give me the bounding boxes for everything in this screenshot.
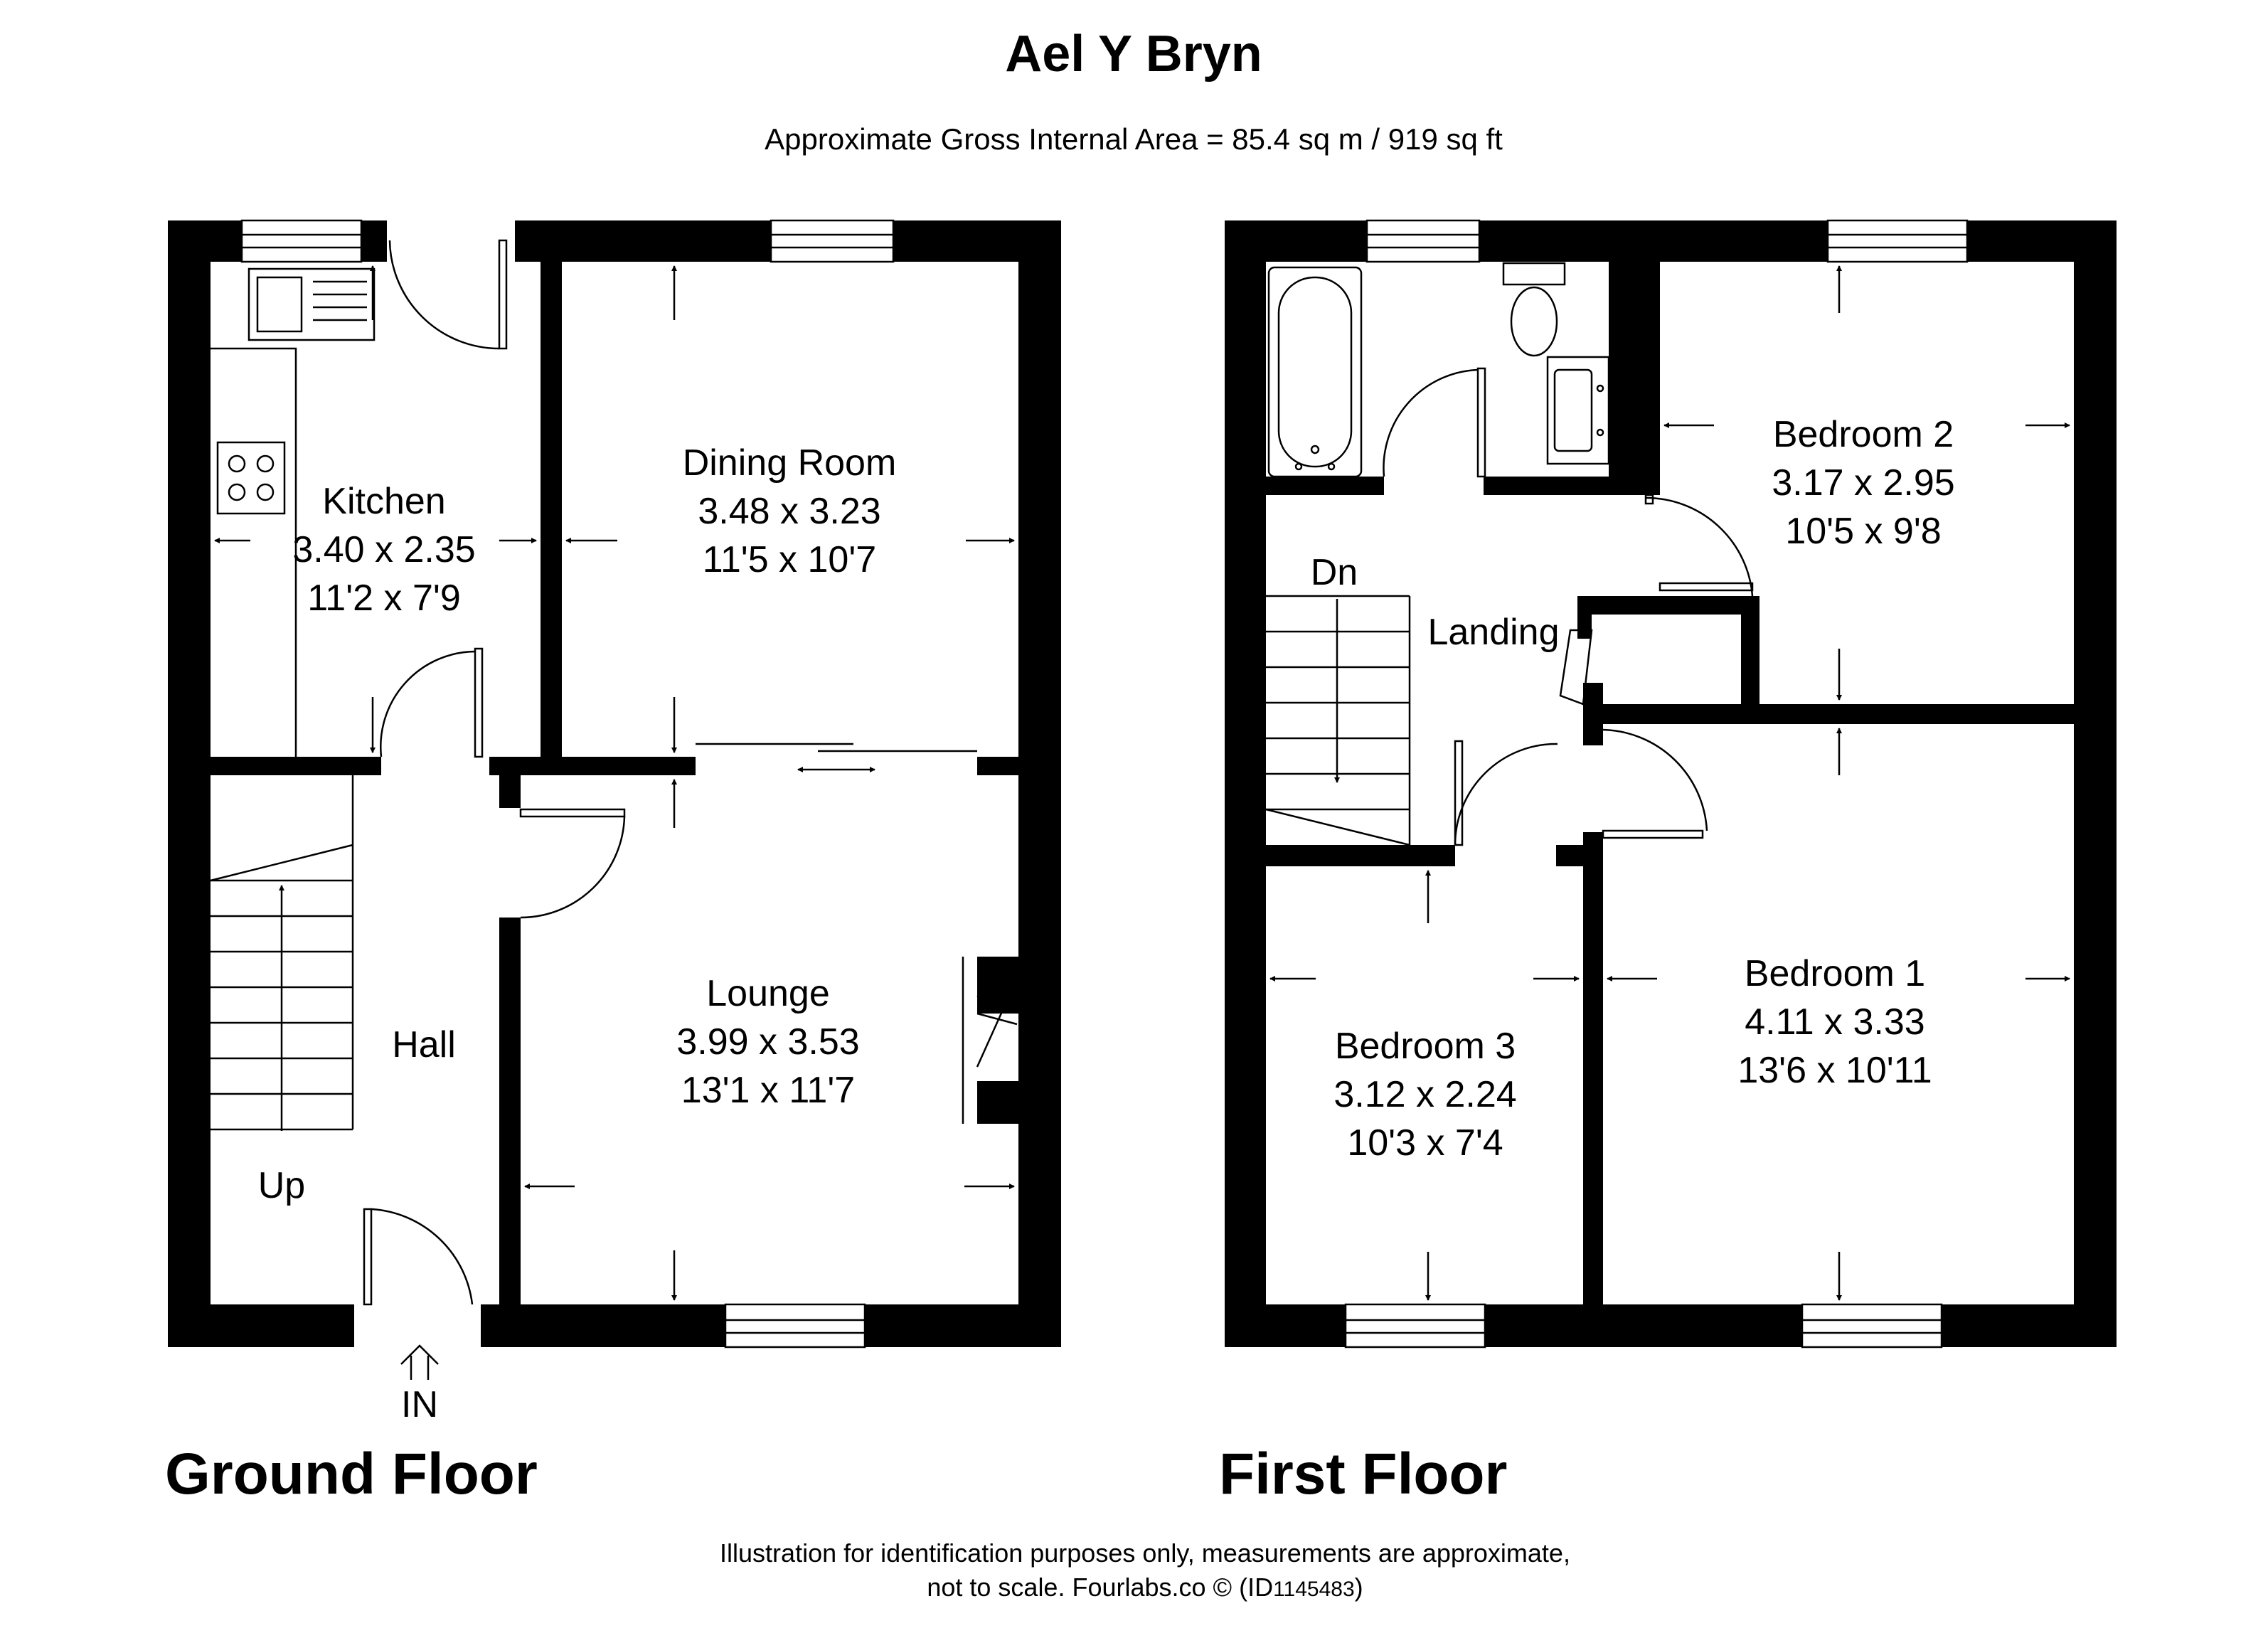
kitchen-fittings (211, 267, 376, 757)
ground-floor-walls (168, 220, 1061, 1347)
ground-floor-dimension-arrows (214, 265, 1015, 1301)
kitchen-metric: 3.40 x 2.35 (292, 529, 475, 570)
bedroom2-name: Bedroom 2 (1773, 414, 1954, 455)
bedroom1-name: Bedroom 1 (1745, 953, 1925, 994)
ground-floor-windows (240, 219, 895, 1349)
dining-imperial: 11'5 x 10'7 (703, 539, 876, 580)
entrance-arrow-icon (400, 1344, 439, 1380)
ground-floor-doors (363, 239, 626, 1306)
fireplace (962, 957, 1018, 1124)
first-floor-label: First Floor (1219, 1442, 1507, 1506)
kitchen-imperial: 11'2 x 7'9 (307, 578, 461, 619)
lounge-metric: 3.99 x 3.53 (676, 1021, 859, 1063)
first-floor-stairs (1265, 595, 1411, 846)
bathroom-fittings (1267, 262, 1610, 478)
disclaimer-line-2: not to scale. Fourlabs.co © (ID1145483) (927, 1573, 1363, 1602)
first-floor-doors (1383, 367, 1754, 846)
bedroom3-name: Bedroom 3 (1335, 1026, 1516, 1067)
bedroom3-metric: 3.12 x 2.24 (1333, 1074, 1516, 1115)
lounge-imperial: 13'1 x 11'7 (681, 1070, 855, 1111)
ground-floor-plan: Kitchen 3.40 x 2.35 11'2 x 7'9 Dining Ro… (165, 219, 1061, 1506)
entrance-label: IN (401, 1384, 438, 1425)
bedroom1-metric: 4.11 x 3.33 (1745, 1001, 1924, 1043)
ground-floor-stairs (210, 775, 354, 1131)
hob-icon (216, 441, 286, 515)
first-floor-plan: Bedroom 2 3.17 x 2.95 10'5 x 9'8 Bedroom… (1219, 219, 2117, 1506)
sliding-doors (696, 743, 977, 752)
disclaimer-line-2-end: ) (1355, 1573, 1363, 1602)
landing-name: Landing (1427, 612, 1559, 653)
sink-icon (247, 267, 376, 341)
basin-icon (1546, 356, 1610, 465)
lounge-name: Lounge (706, 973, 830, 1014)
first-floor-dimension-arrows (1269, 265, 2070, 1301)
kitchen-name: Kitchen (322, 481, 445, 522)
disclaimer-line-2-text: not to scale. Fourlabs.co © (ID (927, 1573, 1273, 1602)
first-floor-walls (1225, 220, 2117, 1347)
hall-name: Hall (392, 1024, 456, 1065)
dining-metric: 3.48 x 3.23 (698, 491, 880, 532)
bedroom1-imperial: 13'6 x 10'11 (1737, 1050, 1932, 1091)
disclaimer-line-1: Illustration for identification purposes… (720, 1538, 1570, 1568)
dining-name: Dining Room (683, 442, 897, 484)
bedroom2-imperial: 10'5 x 9'8 (1785, 511, 1941, 552)
bath-icon (1267, 266, 1363, 478)
disclaimer-id: 1145483 (1273, 1578, 1355, 1601)
bedroom3-imperial: 10'3 x 7'4 (1347, 1122, 1503, 1164)
plan-title: Ael Y Bryn (1005, 26, 1262, 83)
stairs-up-label: Up (258, 1165, 305, 1206)
bedroom2-metric: 3.17 x 2.95 (1772, 462, 1954, 504)
stairs-down-label: Dn (1311, 552, 1358, 593)
first-floor-windows (1344, 219, 1969, 1349)
area-subtitle: Approximate Gross Internal Area = 85.4 s… (765, 122, 1503, 156)
ground-floor-label: Ground Floor (165, 1442, 538, 1506)
toilet-icon (1502, 262, 1566, 286)
